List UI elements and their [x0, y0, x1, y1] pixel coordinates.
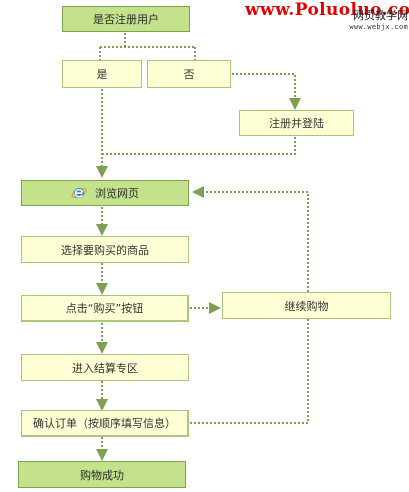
- node-register-login: 注册并登陆: [239, 110, 354, 136]
- node-confirm-order: 确认订单（按顺序填写信息）: [21, 410, 189, 437]
- connector-top-split: [99, 33, 196, 60]
- connector-no-register: [232, 73, 301, 110]
- watermark-site-domain: www.webjx.com: [349, 23, 408, 31]
- node-browse: 浏览网页: [21, 180, 189, 206]
- node-click-buy: 点击“购买”按钮: [21, 295, 189, 322]
- watermark-url: www.Poluoluo.com: [245, 0, 409, 20]
- connector-register-merge: [102, 137, 296, 155]
- node-checkout: 进入结算专区: [21, 354, 189, 381]
- node-success: 购物成功: [18, 461, 186, 488]
- node-browse-label: 浏览网页: [95, 187, 139, 200]
- node-registered-question: 是否注册用户: [62, 6, 190, 32]
- connector-confirm-continue: [190, 320, 309, 424]
- node-select-product: 选择要购买的商品: [21, 236, 189, 263]
- node-no: 否: [147, 60, 231, 88]
- watermark-site-name: 网页教学网: [353, 9, 408, 22]
- connector-continue-browse: [192, 186, 309, 320]
- ie-icon: [71, 187, 87, 199]
- node-yes: 是: [62, 60, 142, 88]
- node-continue-shopping: 继续购物: [222, 292, 391, 319]
